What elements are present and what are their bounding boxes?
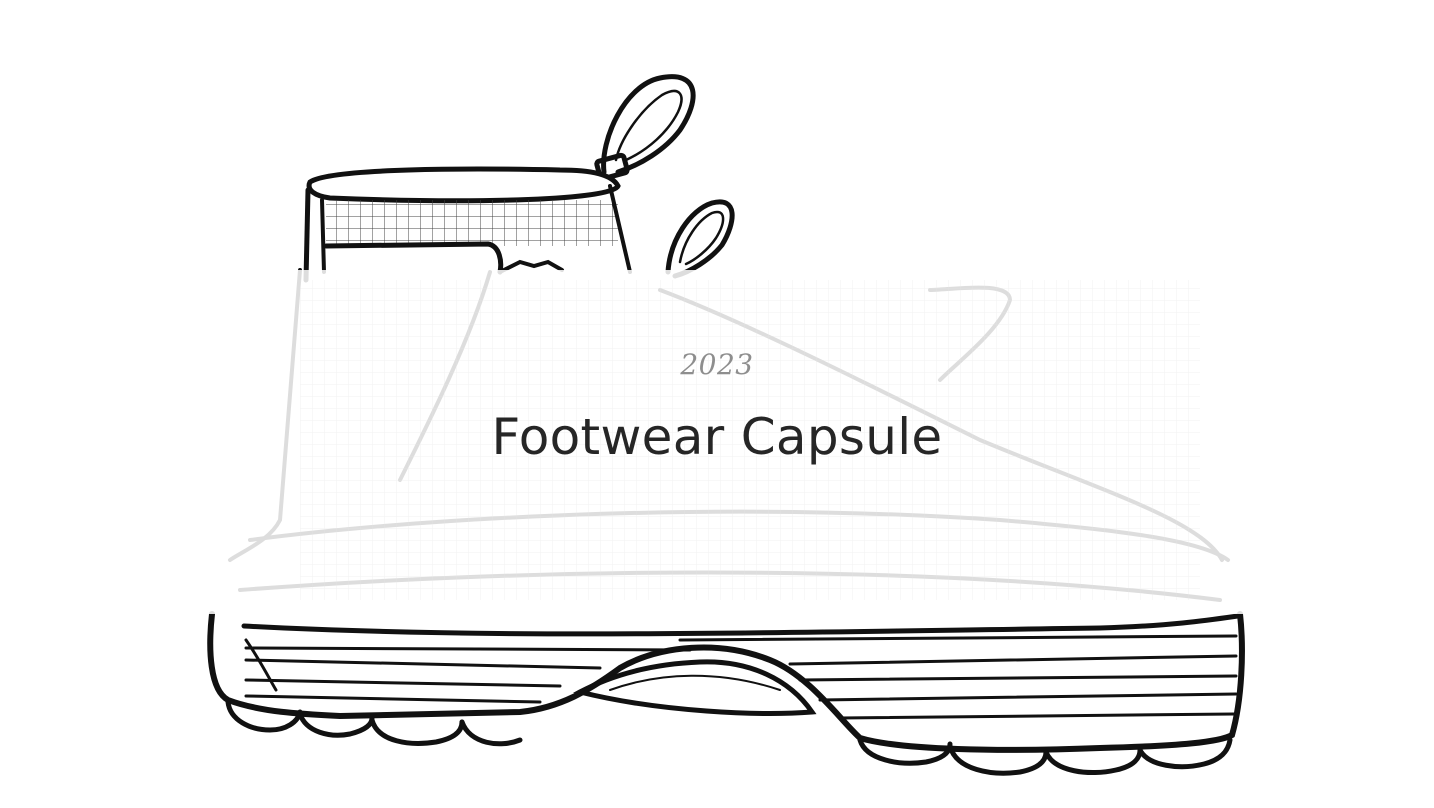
page-title: Footwear Capsule — [491, 408, 943, 466]
pull-tab-rear — [594, 74, 696, 182]
year-label: 2023 — [680, 348, 754, 381]
midsole — [207, 611, 1245, 753]
pull-tab-front — [665, 199, 735, 279]
collar — [303, 166, 632, 283]
outsole — [225, 699, 1233, 776]
title-overlay — [0, 270, 1434, 614]
